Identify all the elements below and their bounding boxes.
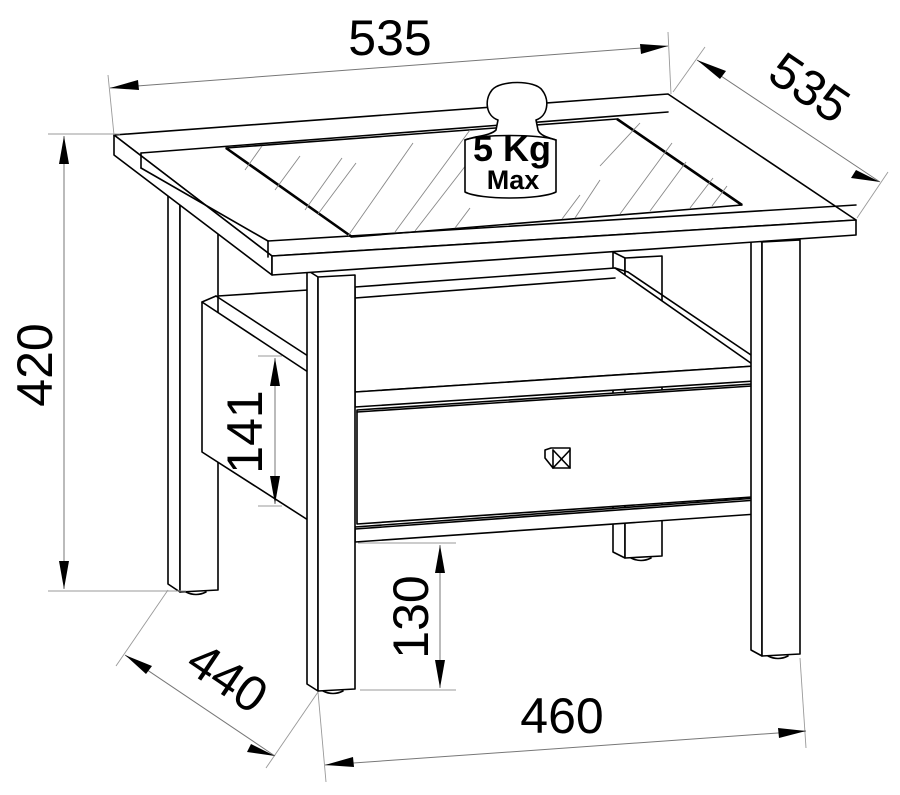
dimension-overall-height [48, 133, 186, 592]
dimension-top-depth [672, 46, 889, 219]
dimension-label-leg-depth: 440 [177, 631, 277, 724]
dimension-leg-width [317, 657, 807, 783]
dimension-label-leg-width: 460 [520, 688, 603, 744]
open-shelf [354, 267, 756, 408]
front-right-leg [750, 237, 801, 660]
dimension-label-top-depth: 535 [759, 41, 859, 134]
dimension-leg-depth [115, 589, 319, 769]
front-left-leg [306, 269, 356, 695]
dimension-label-shelf-opening: 141 [217, 390, 273, 473]
drawer-knob [544, 447, 571, 469]
weight-icon [464, 81, 557, 199]
load-limit-value: 5 Kg [473, 128, 551, 169]
dimension-top-width [107, 31, 672, 136]
glass-reflection-lines [244, 122, 728, 237]
dimension-shelf-opening [258, 355, 282, 507]
dimension-label-floor-clearance: 130 [383, 575, 439, 658]
dimension-label-overall-height: 420 [7, 323, 63, 406]
dimension-floor-clearance [358, 542, 456, 691]
load-limit-caption: Max [487, 165, 540, 195]
dimension-label-top-width: 535 [348, 10, 431, 66]
